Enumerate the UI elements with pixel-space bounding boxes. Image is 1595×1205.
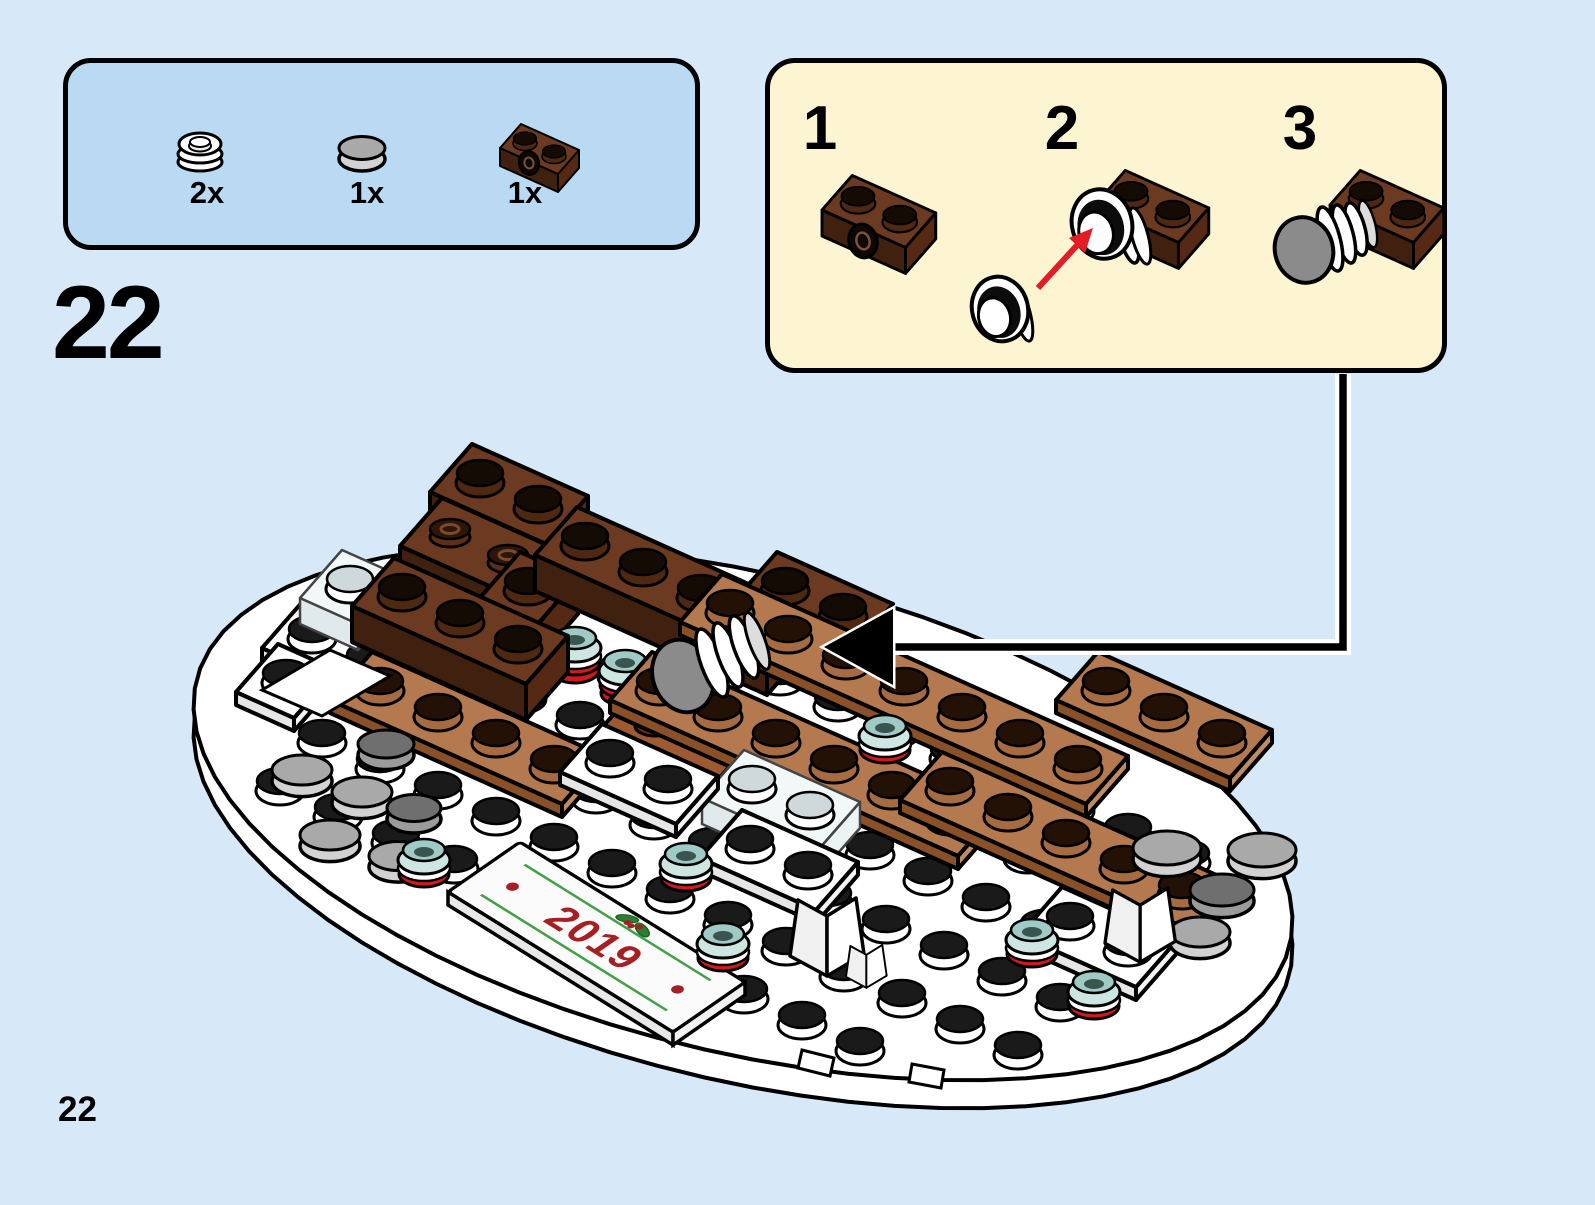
- gray-cylinder-unit: [733, 550, 895, 690]
- teal-round-plates: [396, 713, 1122, 1021]
- year-tile: 2019: [446, 841, 747, 1049]
- substep-2-label: 2: [1044, 94, 1080, 163]
- baseplate-studs: [254, 552, 1212, 1071]
- substeps-box: 1 2 3: [765, 58, 1447, 373]
- step-number: 22: [52, 265, 165, 381]
- gray-cylinder: [650, 611, 772, 715]
- part-count-brown-plate-with-hole: 1x: [507, 175, 543, 210]
- teal-round-stacks: [547, 625, 653, 708]
- brown-front-arm: [328, 556, 760, 819]
- white-back-pieces: [234, 548, 422, 733]
- page-number: 22: [58, 1090, 97, 1129]
- brown-wall: [398, 442, 811, 697]
- substep-3-label: 3: [1282, 94, 1318, 163]
- substep-1-label: 1: [802, 94, 838, 163]
- parts-callout-box: 2x 1x 1x: [63, 58, 700, 250]
- gray-round-tiles-left: [270, 728, 443, 884]
- part-count-gray-round-tile: 1x: [349, 175, 385, 210]
- gray-round-tiles-right: [1131, 829, 1298, 961]
- white-slopes: [788, 886, 1177, 989]
- connector-arrow: [818, 374, 1351, 690]
- year-tile-text: 2019: [534, 899, 655, 977]
- nougat-plate-rows: [608, 572, 1274, 945]
- part-count-white-round-plate: 2x: [189, 175, 225, 210]
- baseplate: [191, 543, 1295, 1111]
- white-front-pieces: [258, 648, 1180, 1002]
